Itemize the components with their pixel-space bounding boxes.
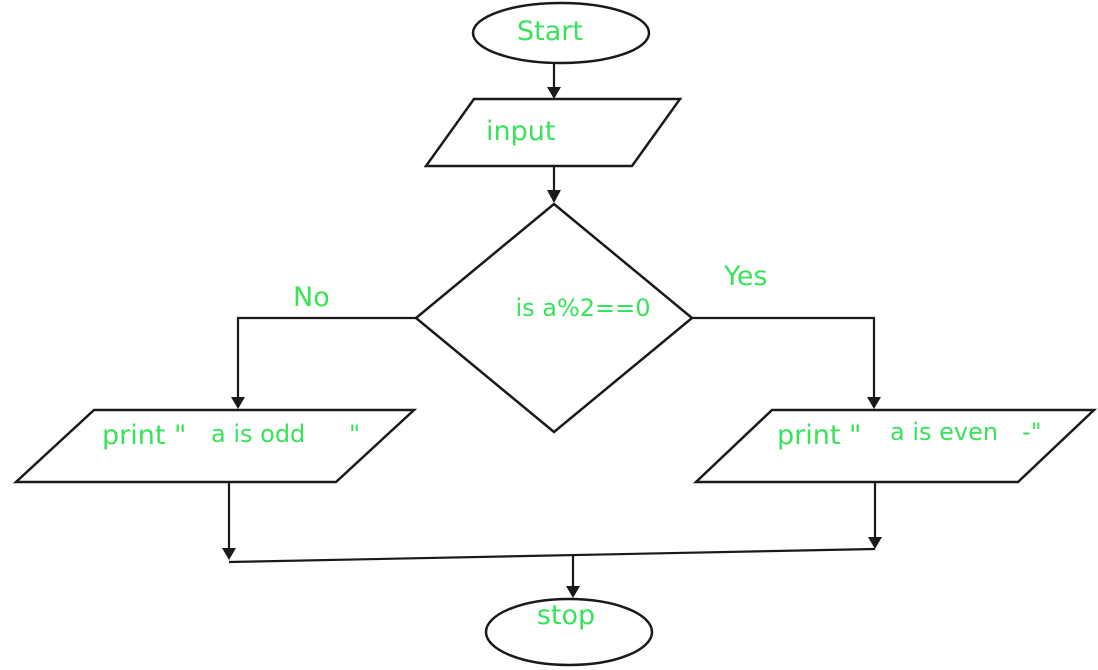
arrowhead-even-down [868, 537, 882, 549]
stop-label: stop [537, 600, 595, 631]
print-odd-text: a is odd [211, 420, 305, 448]
print-even-suffix: -" [1022, 418, 1042, 446]
print-even-text: a is even [890, 418, 998, 446]
yes-edge-label: Yes [723, 261, 768, 292]
print-odd-prefix: print " [102, 420, 186, 451]
arrowhead-no-branch [231, 397, 245, 409]
start-label: Start [517, 16, 583, 47]
stop-terminator [484, 597, 654, 667]
connector-no-branch [236, 316, 416, 398]
connector-yes-branch [692, 316, 876, 398]
arrowhead-odd-down [222, 548, 236, 560]
print-even-prefix: print " [777, 420, 861, 451]
connector-merge [228, 547, 876, 564]
print-even-parallelogram [692, 408, 1098, 484]
arrowhead-start-to-input [547, 87, 561, 99]
input-label: input [486, 116, 555, 147]
print-odd-suffix: " [349, 420, 360, 448]
no-edge-label: No [293, 282, 330, 313]
decision-label: is a%2==0 [515, 294, 650, 322]
arrowhead-merge-to-stop [566, 586, 580, 598]
print-odd-parallelogram [12, 408, 418, 484]
input-parallelogram [423, 97, 683, 168]
start-terminator [471, 1, 651, 65]
arrowhead-yes-branch [867, 397, 881, 409]
decision-diamond [414, 202, 694, 434]
arrowhead-input-to-decision [547, 190, 561, 203]
